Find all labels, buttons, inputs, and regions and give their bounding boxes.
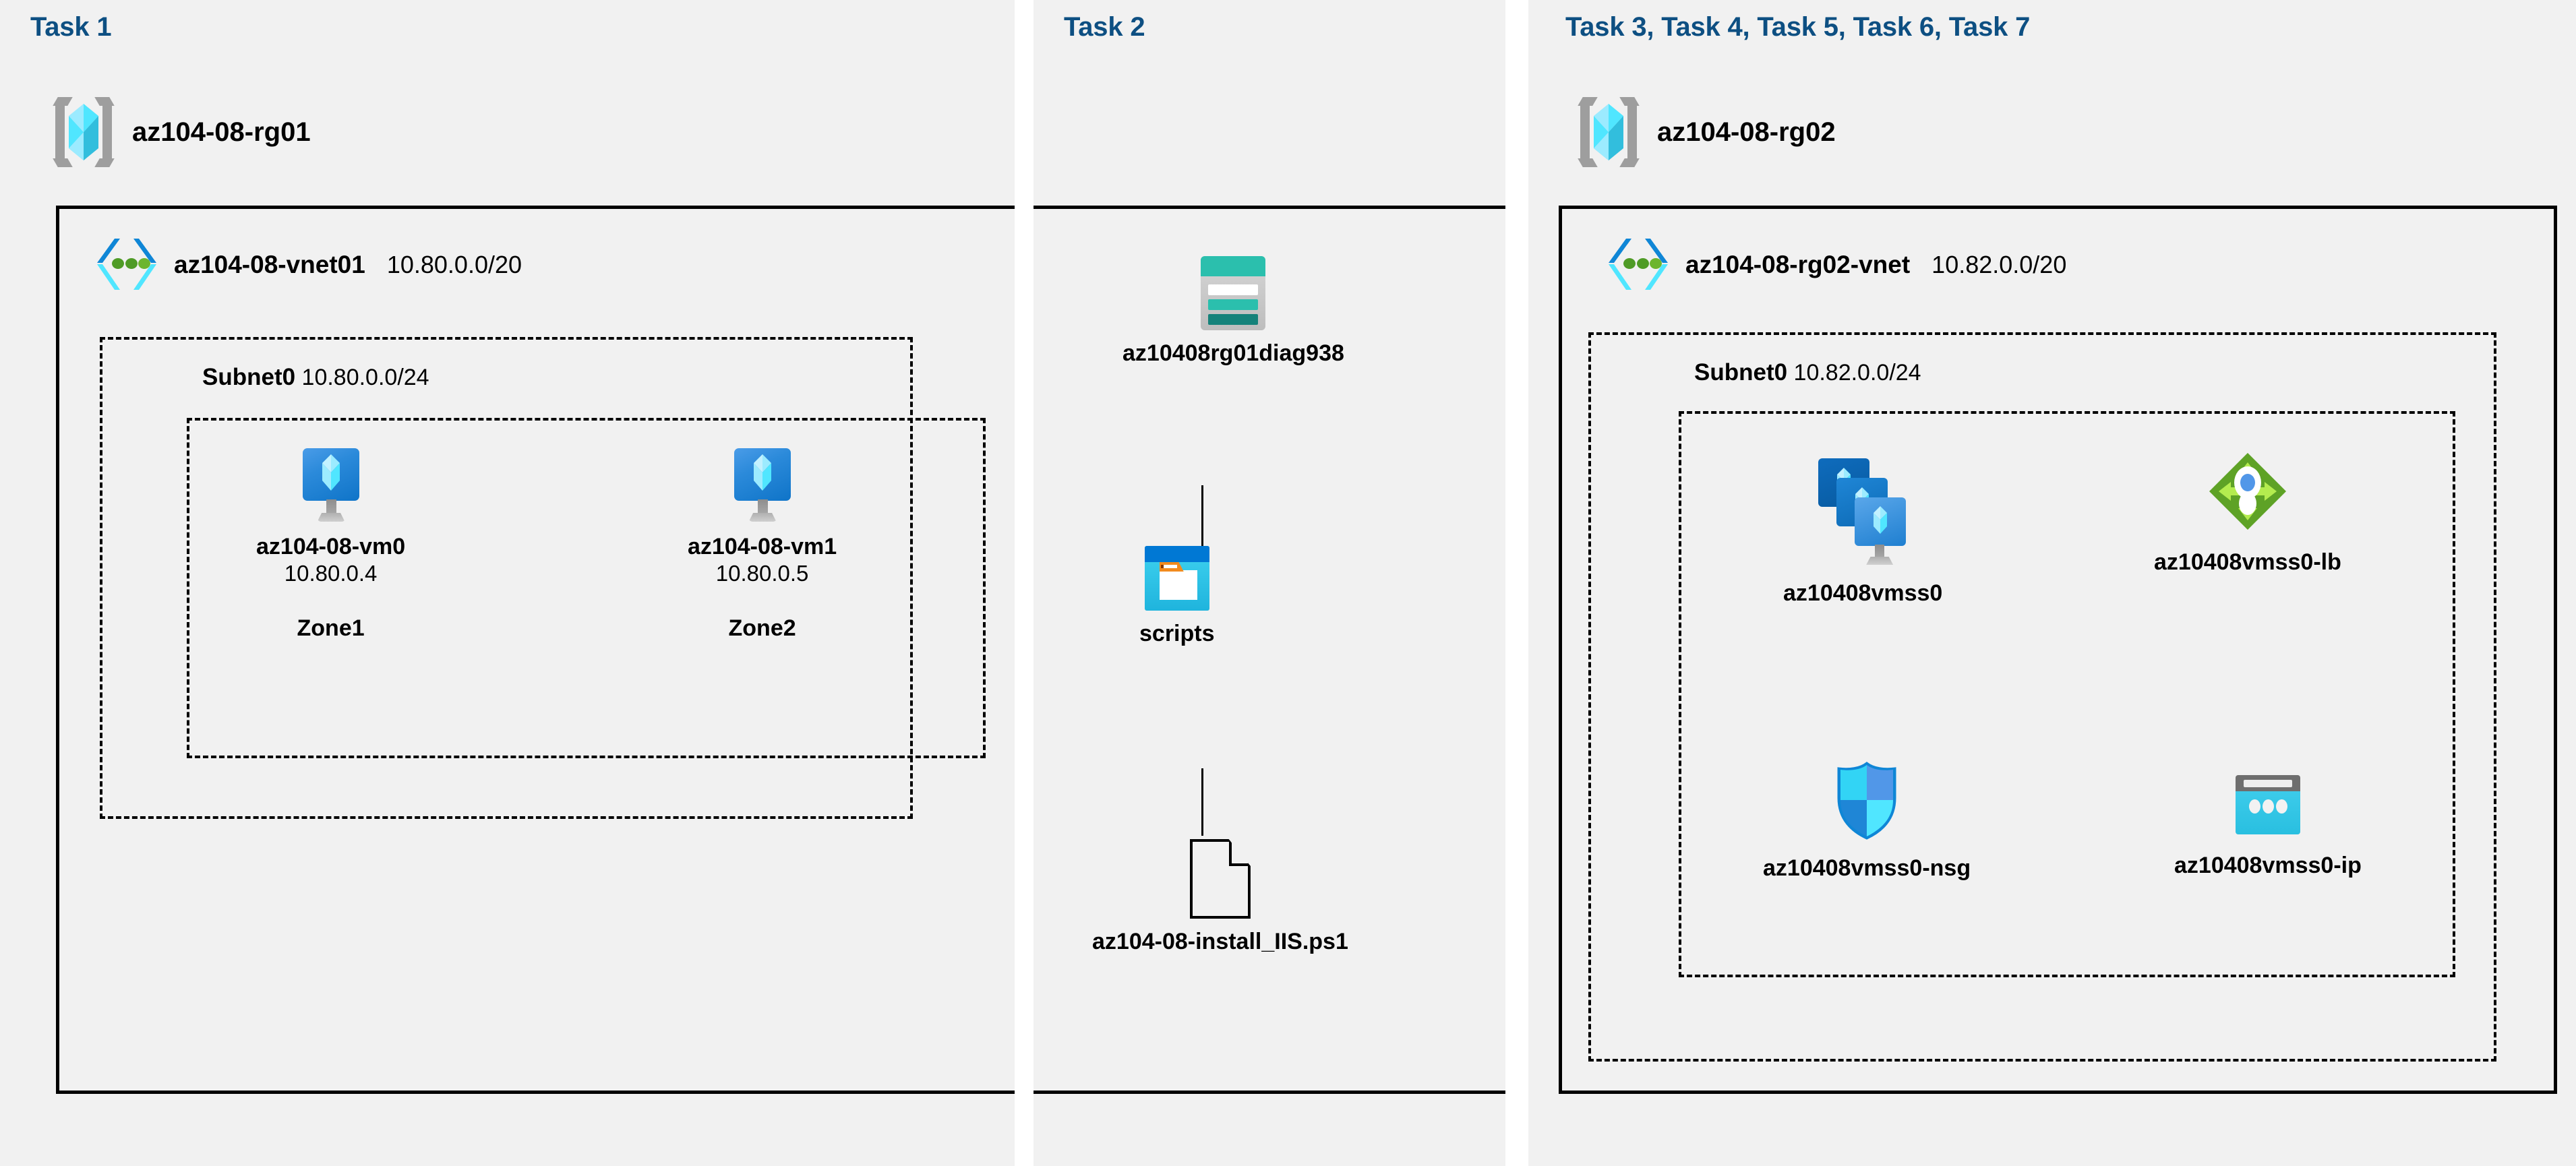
resource-group-icon <box>1578 96 1640 168</box>
resource-group-icon <box>53 96 115 168</box>
vm-zone: Zone1 <box>297 615 365 641</box>
vmss-name: az10408vmss0 <box>1783 580 1943 606</box>
task2-header: Task 2 <box>1064 12 1145 42</box>
subnet0-label: Subnet0 10.80.0.0/24 <box>202 364 429 391</box>
subnet-cidr: 10.80.0.0/24 <box>301 365 429 390</box>
virtual-machine-icon <box>299 448 363 524</box>
vnet-cidr: 10.80.0.0/20 <box>386 251 522 278</box>
subnet-name: Subnet0 <box>202 364 296 390</box>
storage-account-icon <box>1201 256 1266 330</box>
storage-account-name: az10408rg01diag938 <box>1122 340 1344 366</box>
scale-set-boundary <box>1679 411 2455 977</box>
vm-node-az104-08-vm1: az104-08-vm1 10.80.0.5 Zone2 <box>688 448 837 642</box>
virtual-network-icon <box>1606 236 1671 294</box>
virtual-network-icon <box>94 236 159 294</box>
vnet01-header: az104-08-vnet01 10.80.0.0/20 <box>94 236 522 294</box>
file-icon <box>1189 839 1251 919</box>
task3-panel <box>1528 0 2576 1166</box>
public-ip-node: az10408vmss0-ip <box>2174 775 2362 879</box>
connector-line <box>1201 768 1203 836</box>
task2-panel <box>1034 0 1505 1166</box>
vm-ip: 10.80.0.5 <box>715 561 809 586</box>
script-file-node: az104-08-install_IIS.ps1 <box>1092 839 1348 955</box>
subnet-name: Subnet0 <box>1694 359 1788 386</box>
column-gap-1 <box>1015 195 1034 1105</box>
subnet0-boundary <box>1588 332 2496 1062</box>
resource-group-label: az104-08-rg02 <box>1657 117 1836 147</box>
load-balancer-icon <box>2208 452 2287 531</box>
vmss-node: az10408vmss0 <box>1783 458 1942 607</box>
load-balancer-name: az10408vmss0-lb <box>2154 549 2341 575</box>
blob-container-name: scripts <box>1139 621 1215 646</box>
vm-zone: Zone2 <box>728 615 796 641</box>
nsg-name: az10408vmss0-nsg <box>1763 855 1971 881</box>
resource-group-rg01: az104-08-rg01 <box>53 96 311 168</box>
vm-name: az104-08-vm0 <box>256 534 406 559</box>
vnet-cidr: 10.82.0.0/20 <box>1931 251 2067 278</box>
vnet02-boundary <box>1559 206 2557 1094</box>
network-security-group-icon <box>1834 762 1899 840</box>
connector-line <box>1201 485 1203 549</box>
vnet02-header: az104-08-rg02-vnet 10.82.0.0/20 <box>1606 236 2066 294</box>
vnet-name: az104-08-rg02-vnet <box>1685 251 1911 278</box>
blob-container-node: scripts <box>1139 546 1215 647</box>
task1-header: Task 1 <box>30 12 112 42</box>
vm-name: az104-08-vm1 <box>688 534 837 559</box>
script-file-name: az104-08-install_IIS.ps1 <box>1092 929 1348 954</box>
resource-group-label: az104-08-rg01 <box>132 117 311 147</box>
vm-node-az104-08-vm0: az104-08-vm0 10.80.0.4 Zone1 <box>256 448 405 642</box>
virtual-machine-icon <box>730 448 795 524</box>
task1-panel <box>0 0 1015 1166</box>
public-ip-address-icon <box>2235 775 2300 834</box>
public-ip-name: az10408vmss0-ip <box>2174 853 2362 878</box>
nsg-node: az10408vmss0-nsg <box>1763 762 1971 882</box>
subnet0-boundary <box>100 337 913 819</box>
vnet-name: az104-08-vnet01 <box>174 251 365 278</box>
storage-account-node: az10408rg01diag938 <box>1122 256 1344 367</box>
subnet0-label: Subnet0 10.82.0.0/24 <box>1694 359 1921 386</box>
vm-ip: 10.80.0.4 <box>284 561 378 586</box>
availability-zone-boundary <box>187 418 986 758</box>
column-gap-2 <box>1505 195 1528 1105</box>
vm-scale-set-icon <box>1818 458 1907 565</box>
blob-container-icon <box>1144 546 1209 611</box>
load-balancer-node: az10408vmss0-lb <box>2154 452 2341 576</box>
task3-header: Task 3, Task 4, Task 5, Task 6, Task 7 <box>1565 12 2031 42</box>
subnet-cidr: 10.82.0.0/24 <box>1793 360 1921 386</box>
resource-group-rg02: az104-08-rg02 <box>1578 96 1836 168</box>
